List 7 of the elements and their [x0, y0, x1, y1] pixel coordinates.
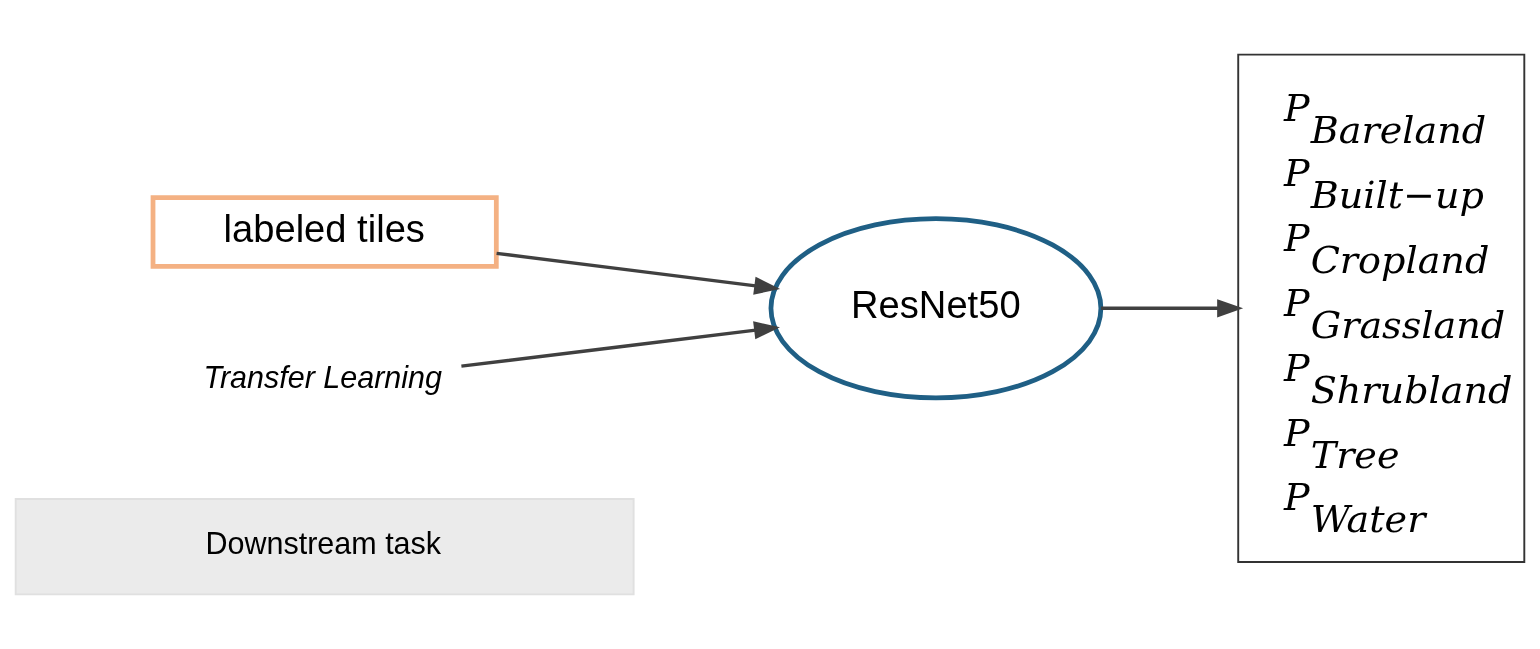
node-box: Downstream task: [14, 498, 635, 596]
node-text: Transfer Learning: [203, 360, 443, 395]
node-box: labeled tiles: [150, 195, 499, 269]
node-ellipse: ResNet50: [768, 216, 1104, 401]
arrow: [496, 251, 781, 295]
arrow: [1101, 299, 1244, 318]
arrow: [461, 321, 780, 368]
